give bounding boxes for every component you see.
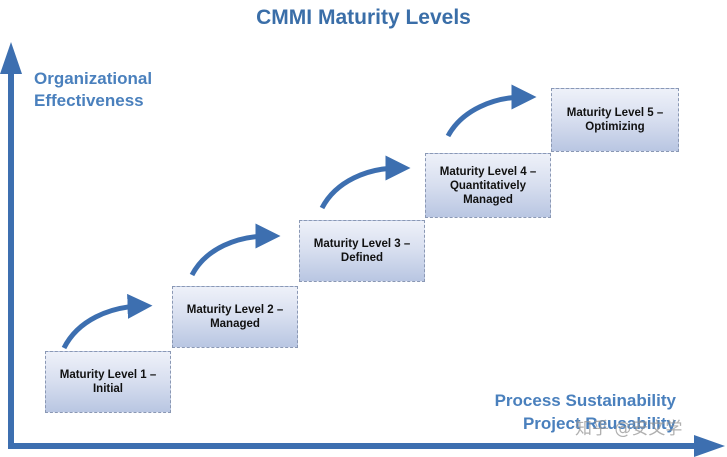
maturity-level-5-label: Maturity Level 5 – Optimizing <box>566 107 664 133</box>
maturity-level-2-box: Maturity Level 2 – Managed <box>172 286 298 348</box>
step-arrow-2 <box>189 223 281 277</box>
maturity-level-1-label: Maturity Level 1 – Initial <box>59 369 157 395</box>
page-title: CMMI Maturity Levels <box>256 6 471 29</box>
x-axis-arrowhead <box>694 435 725 457</box>
step-arrow-1 <box>61 293 153 350</box>
maturity-level-3-box: Maturity Level 3 – Defined <box>299 220 425 282</box>
x-axis-label-line2: Project Reusability <box>522 414 676 433</box>
x-axis-label-line1: Process Sustainability <box>494 391 676 410</box>
step-arrow-3 <box>319 155 411 210</box>
x-axis-label: Process Sustainability Project Reusabili… <box>495 389 676 435</box>
maturity-level-4-label: Maturity Level 4 – Quantitatively Manage… <box>439 165 537 206</box>
step-arrow-4 <box>445 84 537 138</box>
maturity-level-2-label: Maturity Level 2 – Managed <box>186 304 284 330</box>
y-axis-label: Organizational Effectiveness <box>34 68 152 112</box>
maturity-level-4-box: Maturity Level 4 – Quantitatively Manage… <box>425 153 551 218</box>
watermark-text: 知乎 @安文学 <box>575 419 683 439</box>
y-axis-label-line2: Effectiveness <box>34 91 144 110</box>
y-axis-label-line1: Organizational <box>34 69 153 88</box>
maturity-level-3-label: Maturity Level 3 – Defined <box>313 238 411 264</box>
maturity-level-1-box: Maturity Level 1 – Initial <box>45 351 171 413</box>
maturity-level-5-box: Maturity Level 5 – Optimizing <box>551 88 679 152</box>
y-axis-arrowhead <box>0 42 22 74</box>
